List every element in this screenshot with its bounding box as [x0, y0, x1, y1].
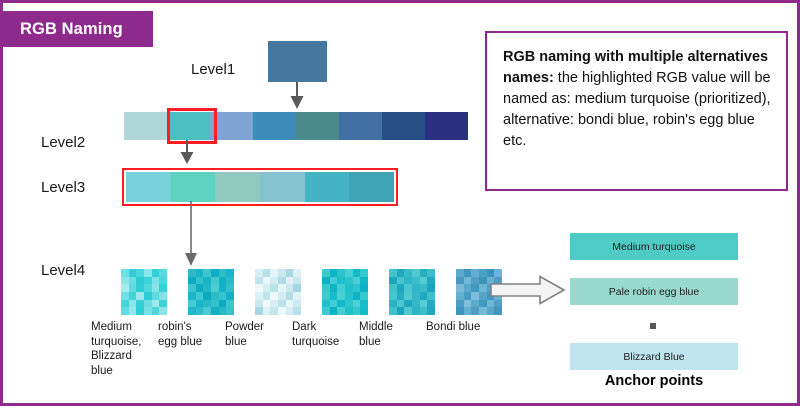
level2-swatch-0 [124, 112, 167, 140]
level2-swatch-5 [339, 112, 382, 140]
level1-color-swatch [268, 41, 327, 82]
level3-label: Level3 [41, 179, 86, 196]
description-text: RGB naming with multiple alternatives na… [503, 47, 771, 152]
patch-dark-turquoise [322, 269, 368, 315]
level2-swatch-1 [167, 112, 210, 140]
level2-swatch-2 [210, 112, 253, 140]
level3-swatch-3 [260, 172, 305, 202]
level2-swatch-7 [425, 112, 468, 140]
level4-label: Level4 [41, 262, 86, 279]
level2-swatch-3 [253, 112, 296, 140]
level4-label-2: Powder blue [225, 321, 264, 348]
level3-highlight-box [122, 168, 398, 206]
description-bold-lead: RGB naming with multiple alternatives na… [503, 49, 769, 86]
level3-swatch-0 [126, 172, 171, 202]
level4-label-1: robin's egg blue [158, 321, 203, 348]
patch-medium-turquoise [121, 269, 167, 315]
level2-swatch-6 [382, 112, 425, 140]
page-title: RGB Naming [20, 19, 123, 38]
anchor-bar-1[interactable]: Pale robin egg blue [570, 278, 738, 305]
anchor-bar-0[interactable]: Medium turquoise [570, 233, 738, 260]
anchor-points-caption: Anchor points [604, 373, 704, 389]
level4-label-5: Bondi blue [426, 321, 481, 333]
arrow-level1-to-level2 [290, 82, 304, 109]
level4-patch-row [121, 269, 502, 315]
slide-title-tab: RGB Naming [3, 11, 153, 47]
level2-highlight-box [167, 108, 217, 144]
level4-label-0: Medium turquoise, Blizzard blue [91, 321, 142, 377]
anchor-separator-dot [650, 323, 656, 329]
patch-powder-blue [255, 269, 301, 315]
level4-label-3: Dark turquoise [292, 321, 340, 348]
level2-color-strip [124, 112, 468, 140]
level3-swatch-5 [349, 172, 395, 202]
block-arrow-icon [490, 275, 566, 305]
level1-label: Level1 [191, 61, 236, 78]
patch-middle-blue [389, 269, 435, 315]
level3-swatch-1 [170, 172, 216, 202]
level4-label-row: Medium turquoise, Blizzard blue robin's e… [91, 320, 511, 386]
description-rest: the highlighted RGB value will be named … [503, 70, 771, 149]
level2-swatch-4 [296, 112, 339, 140]
level3-swatch-4 [304, 172, 350, 202]
level2-label: Level2 [41, 134, 86, 151]
arrow-level3-to-level4 [185, 201, 197, 266]
level3-swatch-2 [215, 172, 261, 202]
arrow-level2-to-level3 [180, 140, 194, 164]
level3-color-strip [126, 172, 395, 202]
description-callout-box: RGB naming with multiple alternatives na… [485, 31, 788, 191]
level4-label-4: Middle blue [359, 321, 393, 348]
patch-robins-egg-blue [188, 269, 234, 315]
anchor-bar-2[interactable]: Blizzard Blue [570, 343, 738, 370]
